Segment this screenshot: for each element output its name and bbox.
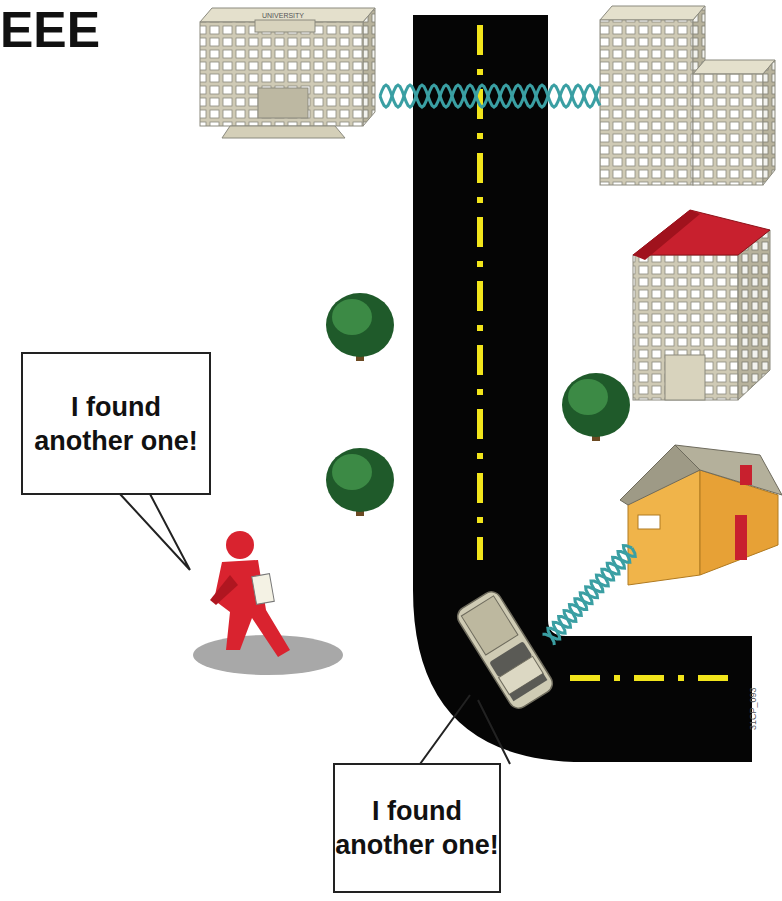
tree-crown (568, 379, 608, 415)
tree-crown (326, 448, 394, 512)
road-centerline (570, 675, 742, 681)
tree-crown (562, 373, 630, 437)
signal-strand (542, 543, 637, 645)
title: EEE (0, 2, 100, 58)
house (620, 445, 782, 585)
callout-text: I found another one! (23, 390, 209, 458)
signal-strand (542, 543, 637, 645)
university-building (200, 8, 375, 138)
pickup-truck (454, 588, 556, 712)
callout-leader (420, 695, 510, 764)
speech-callout: I found another one! (333, 763, 501, 893)
signal-strand (380, 85, 600, 107)
tree-crown (326, 293, 394, 357)
red-roof-building (633, 210, 770, 400)
tree-crown (332, 299, 372, 335)
speech-callout: I found another one! (21, 352, 211, 495)
person (193, 531, 343, 675)
signal-strand (380, 85, 600, 107)
building-sign: UNIVERSITY (262, 11, 304, 20)
tree (562, 373, 630, 441)
tree (326, 293, 394, 361)
callout-text: I found another one! (335, 794, 499, 862)
signal-helix (380, 85, 600, 107)
signal-helix (542, 543, 637, 645)
callout-body: I found another one! (335, 794, 499, 862)
office-building (600, 6, 775, 185)
callout-body: I found another one! (23, 390, 209, 458)
tree (326, 448, 394, 516)
callout-leader (120, 494, 190, 570)
tree-crown (332, 454, 372, 490)
figure-code: 31CP_093 (748, 687, 759, 730)
wireless-signal (380, 85, 638, 645)
trees (326, 293, 630, 516)
